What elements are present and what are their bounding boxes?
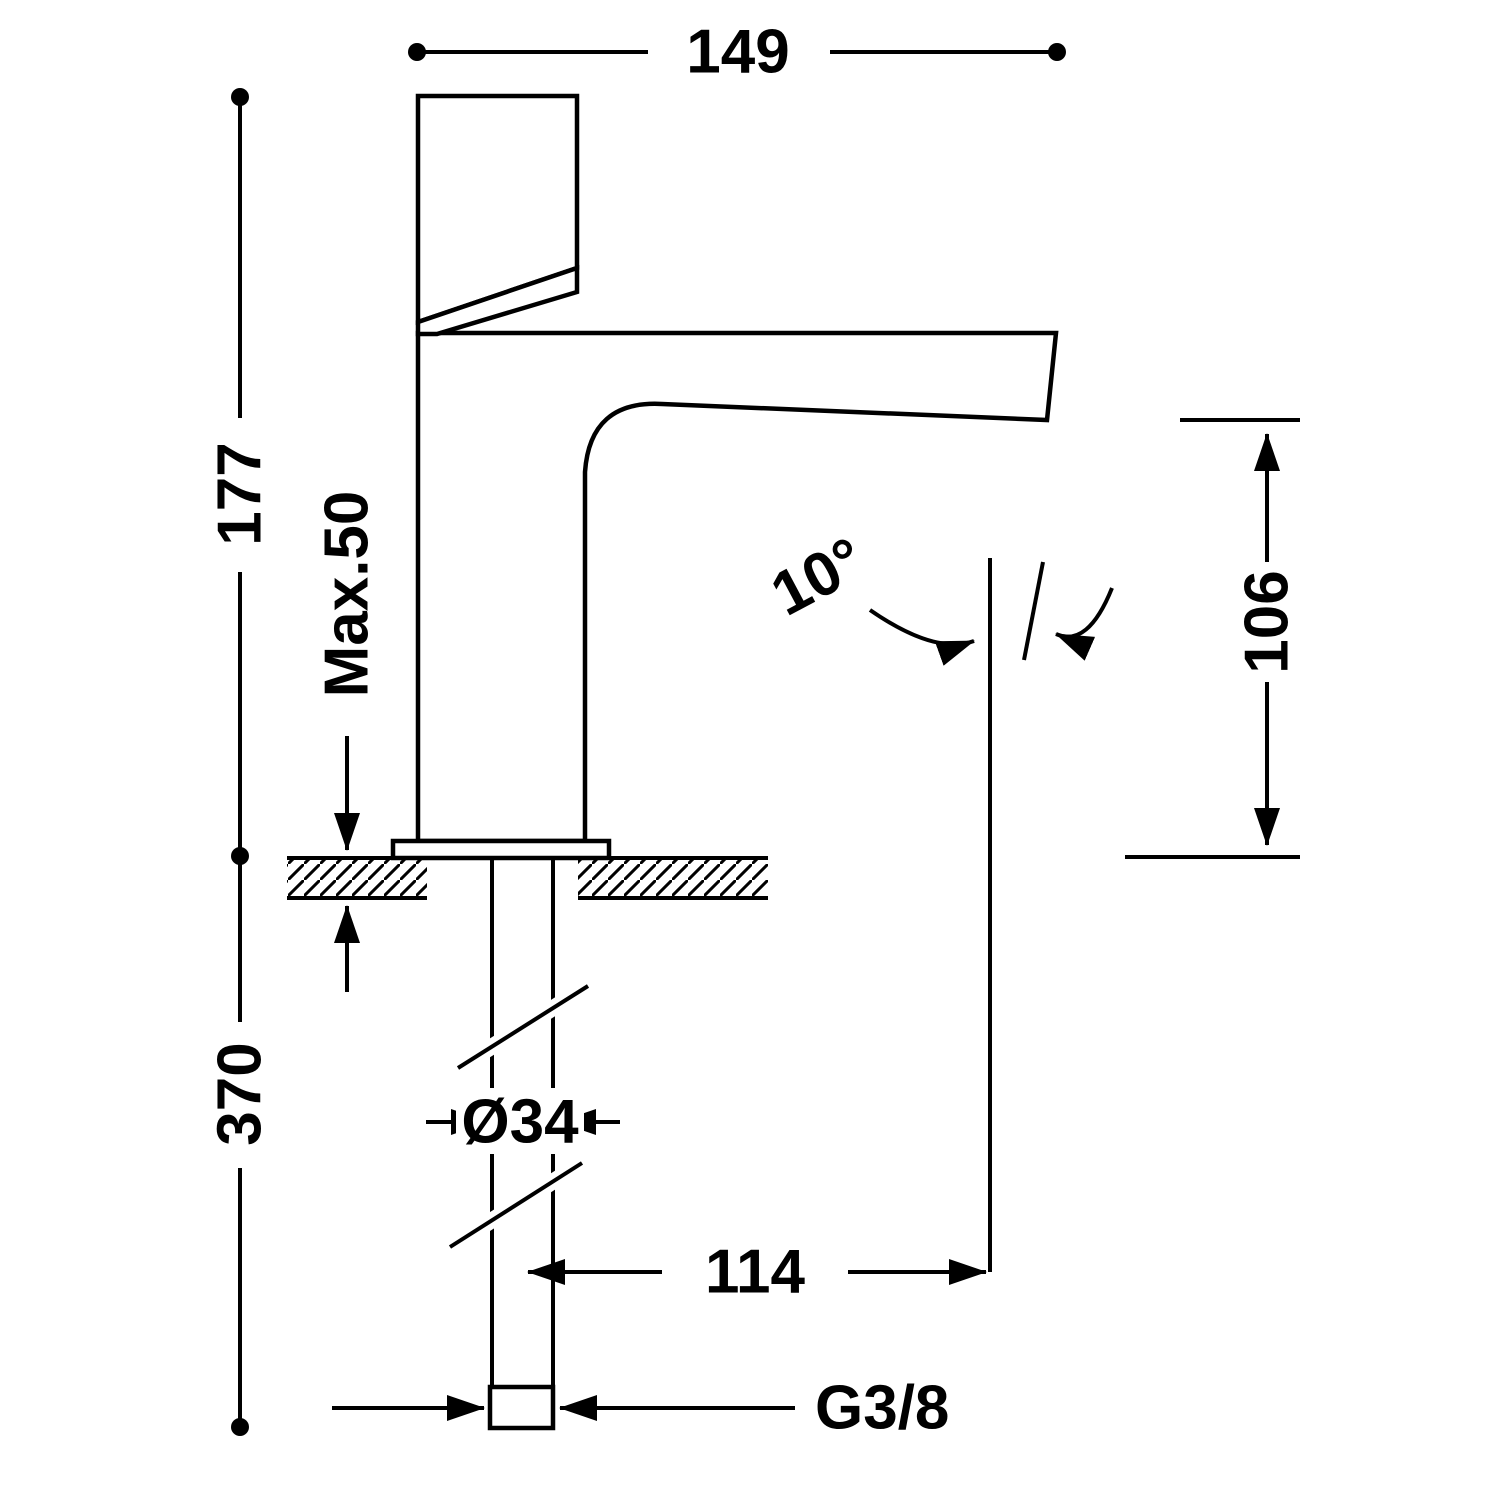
pipe-break-2 <box>448 1161 584 1249</box>
dimension-outlet-height: 106 <box>1125 418 1302 859</box>
dim-106-label: 106 <box>1233 570 1302 673</box>
faucet-body-and-spout <box>415 330 1059 844</box>
angle-arc-right-arrow <box>1055 587 1114 661</box>
dimension-width-top: 149 <box>408 18 1066 87</box>
pipe-break-1 <box>456 984 590 1070</box>
faucet <box>390 93 1059 861</box>
annotation-thread: G3/8 <box>332 1374 949 1443</box>
dimension-supply-length: 370 <box>206 856 275 1436</box>
countertop <box>287 856 768 900</box>
counter-hatch-right <box>578 858 768 898</box>
stream-tilted-line <box>1022 561 1045 661</box>
dim-370-label: 370 <box>206 1042 275 1145</box>
counter-hatch-left <box>287 858 427 898</box>
dim-177-label: 177 <box>206 442 275 545</box>
dim-o34-label-background <box>456 1088 584 1154</box>
angle-label: 10° <box>760 525 875 630</box>
faucet-handle-pivot <box>415 264 580 337</box>
dim-114-label: 114 <box>705 1238 806 1307</box>
annotation-stream-angle: 10° <box>760 525 1114 1272</box>
dim-370-dot-bottom <box>231 1418 249 1436</box>
angle-arc-left-arrow <box>868 608 975 666</box>
dimension-outlet-reach: 114 <box>527 1238 987 1307</box>
dimension-body-diameter: Ø34 <box>426 1088 620 1157</box>
dimension-counter-thickness: Max.50 <box>313 491 382 992</box>
dim-o34-label: Ø34 <box>461 1088 579 1157</box>
thread-connector <box>487 1384 556 1431</box>
dimension-total-height: 177 <box>206 88 275 865</box>
faucet-base-flange <box>390 838 612 861</box>
dim-max50-label: Max.50 <box>313 491 382 698</box>
thread-label: G3/8 <box>815 1374 949 1443</box>
dim-149-label: 149 <box>686 18 789 87</box>
